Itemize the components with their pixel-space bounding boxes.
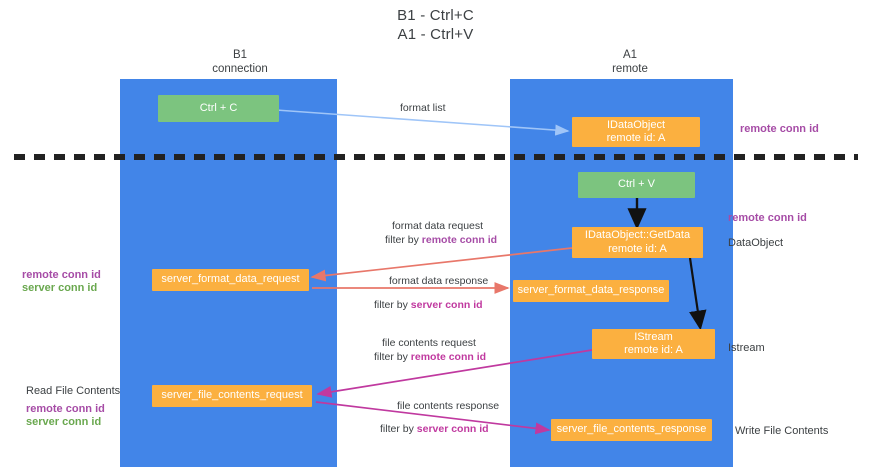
node-server-format-data-response-label: server_format_data_response (517, 284, 665, 297)
node-server-file-contents-request-label: server_file_contents_request (161, 389, 303, 402)
node-server-file-contents-response[interactable]: server_file_contents_response (551, 419, 712, 441)
node-istream[interactable]: IStream remote id: A (592, 329, 715, 359)
arrow-format-data-request (310, 247, 573, 282)
column-header-a1-role: remote (612, 63, 648, 75)
label-right-remote-conn-id-top: remote conn id (740, 123, 819, 135)
arrow-getdata-istream (688, 257, 707, 331)
arrow-file-contents-response (315, 401, 551, 435)
caption-file-contents-request-filter-key: remote conn id (410, 351, 487, 363)
column-header-b1-role: connection (212, 63, 268, 75)
title-line-1: B1 - Ctrl+C (397, 7, 474, 24)
caption-file-contents-request-filter: filter by remote conn id (374, 351, 486, 364)
caption-format-data-request-filter-prefix: filter by (385, 234, 422, 246)
node-getdata[interactable]: IDataObject::GetData remote id: A (572, 227, 703, 258)
caption-format-data-request-filter: filter by remote conn id (385, 234, 497, 247)
caption-format-data-response-filter-prefix: filter by (374, 299, 411, 311)
arrow-format-list (275, 109, 570, 136)
caption-format-data-response: format data response (389, 275, 489, 287)
node-getdata-line1: IDataObject::GetData (584, 229, 691, 241)
node-server-file-contents-request[interactable]: server_file_contents_request (152, 385, 312, 407)
node-getdata-line2: remote id: A (608, 242, 667, 255)
label-right-write-file-contents: Write File Contents (735, 425, 829, 437)
node-ctrl-v[interactable]: Ctrl + V (578, 172, 695, 198)
column-header-b1: B1 connection (150, 48, 330, 76)
arrow-file-contents-request (316, 349, 593, 398)
caption-file-contents-response-filter-key: server conn id (416, 423, 489, 435)
caption-format-list: format list (400, 102, 446, 114)
title-line-2: A1 - Ctrl+V (397, 26, 474, 43)
label-right-istream: Istream (728, 342, 765, 354)
column-header-a1-name: A1 (622, 49, 638, 61)
column-header-a1: A1 remote (540, 48, 720, 76)
label-left-server-conn-id-mid: server conn id (22, 282, 98, 294)
label-left-read-file-contents: Read File Contents (26, 385, 121, 397)
node-idataobject-line2: remote id: A (606, 132, 666, 144)
page-title: B1 - Ctrl+C A1 - Ctrl+V (0, 6, 871, 44)
caption-format-data-response-filter: filter by server conn id (374, 299, 483, 312)
label-right-dataobject: DataObject (728, 237, 784, 249)
caption-file-contents-response: file contents response (397, 400, 500, 412)
node-server-format-data-request-label: server_format_data_request (161, 273, 300, 286)
label-left-remote-conn-id-mid: remote conn id (22, 269, 101, 281)
node-idataobject[interactable]: IDataObject remote id: A (572, 117, 700, 147)
node-ctrl-v-label: Ctrl + V (618, 178, 655, 191)
node-istream-line2: remote id: A (624, 344, 683, 356)
caption-file-contents-response-filter-prefix: filter by (380, 423, 417, 435)
caption-file-contents-request: file contents request (382, 337, 476, 349)
label-left-server-conn-id-bot: server conn id (26, 416, 102, 428)
node-ctrl-c-label: Ctrl + C (199, 101, 238, 114)
caption-file-contents-request-filter-prefix: filter by (374, 351, 411, 363)
node-idataobject-line1: IDataObject (606, 118, 666, 131)
node-server-format-data-request[interactable]: server_format_data_request (152, 269, 309, 291)
node-server-file-contents-response-label: server_file_contents_response (556, 423, 707, 436)
caption-file-contents-response-filter: filter by server conn id (380, 423, 489, 436)
caption-format-data-request-filter-key: remote conn id (421, 234, 498, 246)
node-ctrl-c[interactable]: Ctrl + C (158, 95, 279, 122)
label-right-remote-conn-id-mid: remote conn id (728, 212, 807, 224)
column-header-b1-name: B1 (232, 49, 248, 61)
node-server-format-data-response[interactable]: server_format_data_response (513, 280, 669, 302)
caption-format-data-request: format data request (392, 220, 484, 232)
label-left-remote-conn-id-bot: remote conn id (26, 403, 105, 415)
caption-format-data-response-filter-key: server conn id (410, 299, 483, 311)
node-istream-line1: IStream (634, 330, 673, 343)
